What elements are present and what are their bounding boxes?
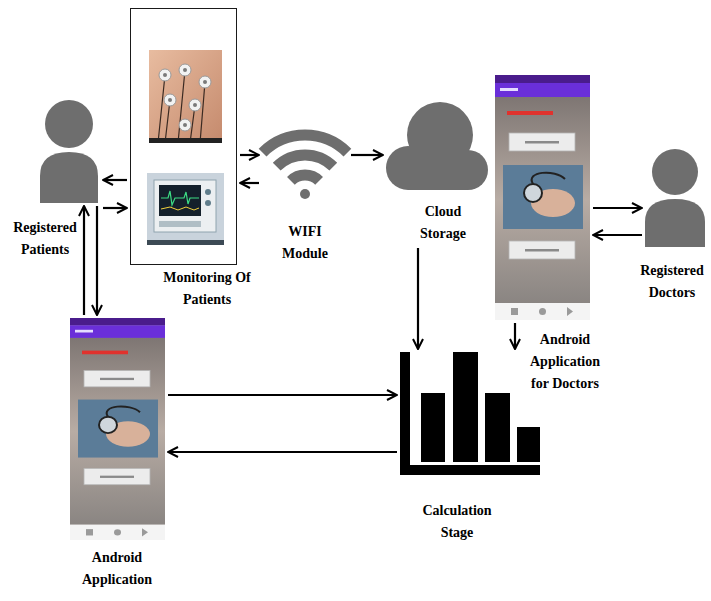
ecg-electrodes-photo <box>149 50 222 143</box>
wifi-icon <box>300 189 310 199</box>
calculation-node: Calculation Stage <box>400 352 540 475</box>
ecg-electrodes-photo <box>159 69 171 81</box>
ecg-electrodes-photo <box>189 99 201 111</box>
node-label: Cloud Storage <box>412 201 474 245</box>
wifi-icon <box>291 175 319 181</box>
patient-monitor-photo <box>205 200 211 206</box>
arrow-connector <box>83 206 85 315</box>
patient-node: Registered Patients <box>38 100 100 203</box>
bar-chart-icon <box>517 427 540 462</box>
doctor-app-node: Android Application for Doctors <box>495 75 590 320</box>
bar-chart-icon <box>400 352 540 475</box>
node-label: Monitoring Of Patients <box>157 267 257 311</box>
ecg-electrodes-photo <box>179 119 191 131</box>
arrow-connector <box>514 323 516 349</box>
patient-monitor-photo <box>154 180 216 232</box>
arrow-connector <box>417 248 419 349</box>
wifi-node: WIFI Module <box>262 122 348 200</box>
doctor-person-icon <box>652 149 698 195</box>
node-label: Android Application <box>76 547 158 591</box>
patient-monitor-photo <box>161 207 199 210</box>
ecg-electrodes-photo <box>158 70 205 143</box>
patient-monitor-photo <box>147 173 224 245</box>
arrow-connector <box>593 234 642 236</box>
patient-monitor-photo <box>147 173 224 245</box>
bar-chart-icon <box>421 393 445 462</box>
arrow-connector <box>593 207 642 209</box>
doctor-person-icon <box>645 149 705 247</box>
patient-app-node: Android Application <box>70 318 165 540</box>
arrow-connector <box>168 451 397 453</box>
node-label: Registered Patients <box>9 217 81 261</box>
wifi-icon <box>263 135 348 199</box>
ecg-electrodes-photo <box>168 98 172 102</box>
arrow-connector <box>351 154 383 156</box>
bar-chart-icon <box>400 352 410 475</box>
patient-monitor-photo <box>159 185 201 216</box>
bar-chart-icon <box>485 393 510 462</box>
ecg-electrodes-photo <box>163 68 207 127</box>
cloud-icon <box>386 102 488 190</box>
patient-person-icon <box>40 152 98 203</box>
patient-monitor-photo <box>147 240 224 245</box>
ecg-electrodes-photo <box>203 80 207 84</box>
ecg-electrodes-photo <box>193 103 197 107</box>
patient-monitor-photo <box>159 221 201 227</box>
ecg-electrodes-photo <box>164 94 176 106</box>
ecg-electrodes-photo <box>159 64 211 131</box>
node-label: Calculation Stage <box>416 500 498 544</box>
bar-chart-icon <box>453 352 478 462</box>
ecg-electrodes-photo <box>149 50 222 143</box>
doctor-node: Registered Doctors <box>645 149 705 247</box>
ecg-electrodes-photo <box>149 138 222 143</box>
ecg-electrodes-photo <box>199 76 211 88</box>
ecg-electrodes-photo <box>183 68 187 72</box>
patient-monitor-photo <box>161 191 199 205</box>
arrow-connector <box>240 182 259 184</box>
cloud-node: Cloud Storage <box>386 102 488 190</box>
doctor-app-screenshot <box>495 75 590 320</box>
connector-group <box>84 155 642 452</box>
arrow-connector <box>168 394 397 396</box>
cloud-icon <box>408 150 468 190</box>
wifi-icon <box>277 155 334 167</box>
node-label: Registered Doctors <box>636 260 708 304</box>
patient-person-icon <box>45 100 93 148</box>
arrow-connector <box>103 207 127 209</box>
ecg-electrodes-photo <box>163 73 167 77</box>
doctor-app-screenshot <box>495 75 590 320</box>
monitoring-box: Monitoring Of Patients <box>130 8 237 265</box>
ecg-electrodes-photo <box>183 123 187 127</box>
arrow-connector <box>103 179 127 181</box>
patient-app-screenshot <box>70 318 165 540</box>
arrow-connector <box>96 206 98 315</box>
patient-person-icon <box>40 100 98 203</box>
node-label: WIFI Module <box>275 221 335 265</box>
bar-chart-icon <box>400 465 540 475</box>
patient-monitor-photo <box>205 189 211 195</box>
arrow-connector <box>240 154 259 156</box>
patient-app-screenshot <box>70 318 165 540</box>
doctor-person-icon <box>645 199 705 247</box>
node-label: Android Application for Doctors <box>520 329 610 395</box>
ecg-electrodes-photo <box>179 64 191 76</box>
